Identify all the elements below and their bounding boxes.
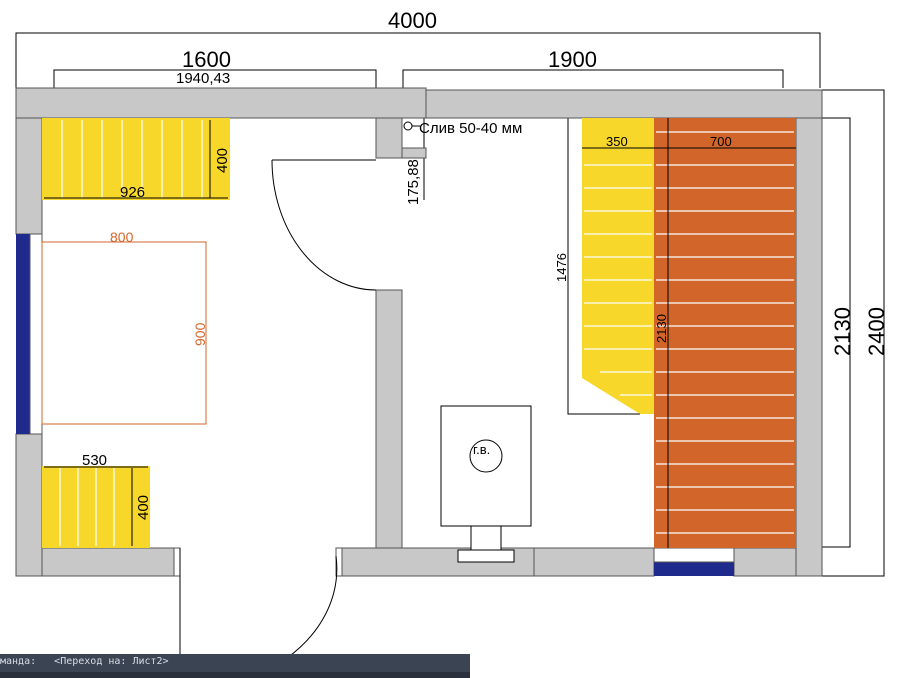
- door-jamb-right: [335, 547, 343, 577]
- bench-top-left-width: 926: [120, 184, 145, 201]
- bed-length: 900: [192, 322, 208, 346]
- bench-top-left: [42, 118, 230, 200]
- bench-bottom-left-depth: 400: [135, 495, 152, 520]
- dim-total-height: 2400: [864, 307, 889, 356]
- command-line-input[interactable]: [0, 672, 470, 678]
- window-left-frame: [29, 233, 43, 435]
- water-heater: [440, 405, 532, 563]
- drain-icon: [403, 121, 413, 131]
- dim-left-room: 1600: [182, 47, 231, 72]
- shelf-height: 2130: [654, 314, 669, 343]
- upper-shelf: [654, 118, 796, 548]
- dim-total-width: 4000: [388, 8, 437, 33]
- drain-label: Слив 50-40 мм: [419, 120, 522, 137]
- bed-outline: [41, 241, 207, 425]
- walls: [15, 87, 823, 577]
- bed-width: 800: [110, 229, 134, 245]
- window-bottom-frame: [653, 547, 735, 563]
- step-width: 350: [606, 134, 628, 149]
- bench-bottom-left: [42, 466, 150, 548]
- shelf-width: 700: [710, 134, 732, 149]
- water-heater-label: г.в.: [473, 442, 490, 457]
- dim-right-room: 1900: [548, 47, 597, 72]
- door-jamb-left: [173, 547, 181, 577]
- window-bottom: [654, 562, 734, 576]
- step-height: 1476: [554, 253, 569, 282]
- drain-offset: 175,88: [405, 159, 422, 205]
- door-interior: [271, 159, 377, 291]
- partition-infill: [401, 147, 427, 159]
- command-line[interactable]: манда: <Переход на: Лист2>: [0, 654, 470, 672]
- bench-bottom-left-width: 530: [82, 452, 107, 469]
- window-left: [16, 234, 30, 434]
- bench-top-left-depth: 400: [214, 148, 231, 173]
- dim-left-room-inner: 1940,43: [176, 70, 230, 87]
- dim-room-height: 2130: [830, 307, 855, 356]
- step-bench: [582, 118, 654, 414]
